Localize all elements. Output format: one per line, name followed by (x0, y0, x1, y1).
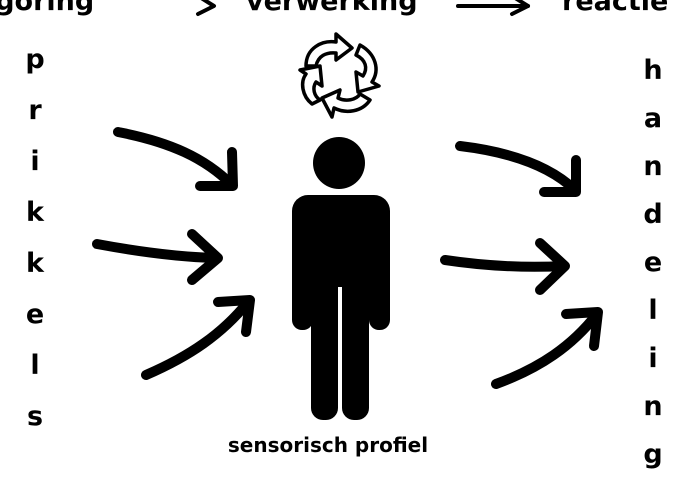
stimuli-letter: l (30, 350, 40, 381)
action-letter: e (643, 247, 663, 278)
stimuli-letter: k (26, 248, 44, 279)
outgoing-arrow-middle (440, 238, 570, 295)
action-letter: i (648, 343, 658, 374)
incoming-arrow-top (113, 127, 238, 191)
action-letter: a (643, 103, 663, 134)
flow-label-processing: verwerking (246, 0, 418, 17)
action-letter: g (643, 439, 663, 470)
flow-arrow-icon (196, 0, 216, 16)
action-letter: h (643, 55, 663, 86)
stimuli-letter: e (25, 299, 45, 330)
action-letter: n (643, 151, 663, 182)
recycle-arrows-icon (298, 32, 381, 119)
flow-arrow-icon (456, 0, 530, 16)
outgoing-arrow-top (455, 141, 581, 197)
stimuli-letter: s (26, 401, 44, 432)
diagram-graphics (92, 0, 603, 420)
incoming-arrow-middle (92, 229, 223, 285)
action-letter: l (648, 295, 658, 326)
stimuli-letter: i (30, 146, 40, 177)
incoming-arrow-bottom (141, 295, 255, 380)
outgoing-arrow-bottom (491, 307, 603, 389)
flow-label-perception: ngoring (0, 0, 95, 17)
stimuli-letter: k (26, 197, 44, 228)
person-silhouette-icon (292, 137, 390, 420)
flow-label-reaction: reactie (562, 0, 669, 17)
stimuli-letter: r (28, 95, 42, 126)
action-letter: d (643, 199, 663, 230)
action-letter: n (643, 391, 663, 422)
profile-caption: sensorisch profiel (227, 433, 429, 457)
stimuli-letter: p (25, 44, 45, 75)
